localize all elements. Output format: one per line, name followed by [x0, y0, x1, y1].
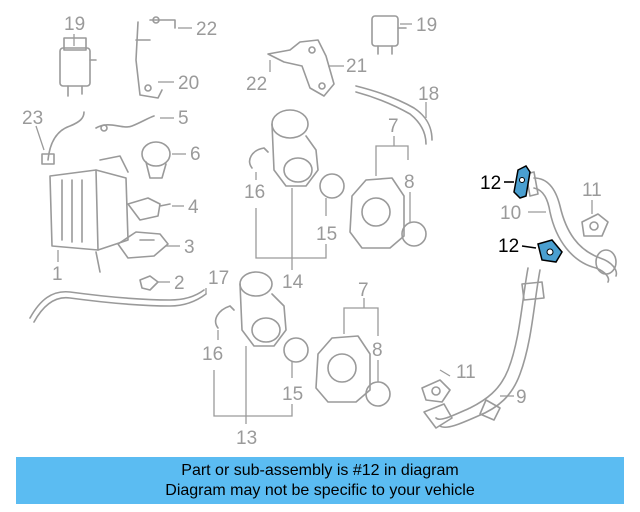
part-9-pipe-lower — [435, 267, 545, 429]
callout-16: 16 — [244, 182, 265, 203]
callout-12-lower: 12 — [498, 236, 519, 257]
callout-19: 19 — [64, 14, 85, 35]
part-21-bracket — [267, 39, 335, 97]
callout-17: 17 — [208, 268, 229, 289]
parts-diagram: 19 22 20 23 5 6 4 3 2 — [22, 14, 618, 449]
part-20-bracket — [135, 16, 176, 99]
part-3-bracket — [117, 231, 169, 259]
part-8-gasket-lower — [365, 381, 391, 407]
callout-6: 6 — [190, 144, 201, 165]
banner-line-2: Diagram may not be specific to your vehi… — [165, 482, 475, 499]
callout-15: 15 — [316, 224, 337, 245]
callout-8-lower: 8 — [372, 340, 383, 361]
part-1-canister — [49, 155, 129, 273]
part-8-gasket-upper — [401, 221, 427, 247]
callout-15-lower: 15 — [282, 384, 303, 405]
callout-5: 5 — [178, 108, 189, 129]
callout-20: 20 — [178, 73, 199, 94]
part-11-flange-upper — [581, 213, 609, 237]
callout-21: 21 — [346, 56, 367, 77]
part-7-throttle-lower — [315, 335, 371, 403]
part-11-flange-lower — [421, 379, 453, 429]
callout-11: 11 — [582, 180, 602, 201]
callout-13: 13 — [236, 428, 257, 449]
part-2-connector — [139, 275, 159, 291]
part-16-clip-lower — [214, 305, 235, 329]
part-19-solenoid-left — [59, 37, 97, 97]
part-19-solenoid-right — [371, 15, 407, 55]
part-15-gasket-upper — [319, 173, 345, 199]
callout-19-right: 19 — [416, 15, 437, 36]
part-4-valve — [127, 197, 171, 221]
callout-23: 23 — [22, 108, 43, 129]
callout-22: 22 — [196, 19, 217, 40]
part-12-gasket-lower[interactable] — [537, 239, 563, 263]
callout-12: 12 — [480, 173, 501, 194]
callout-1: 1 — [52, 264, 63, 285]
part-7-throttle-upper — [349, 177, 405, 249]
part-18-pipe — [355, 85, 433, 145]
part-5-hose — [95, 115, 155, 132]
callout-2: 2 — [174, 273, 185, 294]
callout-7: 7 — [388, 116, 399, 137]
part-13-egr-valve-lower — [239, 271, 287, 347]
banner-line-1: Part or sub-assembly is #12 in diagram — [181, 462, 459, 479]
callout-11-lower: 11 — [456, 362, 476, 383]
callout-14: 14 — [282, 272, 304, 293]
callout-4: 4 — [188, 197, 199, 218]
part-6-valve — [141, 141, 171, 179]
part-14-egr-valve-upper — [271, 109, 319, 187]
callout-16-lower: 16 — [202, 344, 223, 365]
part-12-gasket-upper[interactable] — [513, 165, 531, 199]
info-banner: Part or sub-assembly is #12 in diagram D… — [16, 457, 624, 504]
callout-8: 8 — [404, 172, 415, 193]
callout-10: 10 — [500, 203, 521, 224]
part-23-sensor-wire — [41, 111, 85, 165]
callout-3: 3 — [184, 237, 195, 258]
callout-9: 9 — [516, 387, 527, 408]
part-17-pipe — [29, 289, 207, 323]
callout-18: 18 — [418, 84, 439, 105]
part-15-gasket-lower — [283, 337, 309, 363]
callout-7-lower: 7 — [358, 280, 369, 301]
part-10-pipe-upper — [525, 171, 618, 283]
callout-22-mid: 22 — [246, 74, 267, 95]
part-16-clip-upper — [248, 147, 269, 169]
